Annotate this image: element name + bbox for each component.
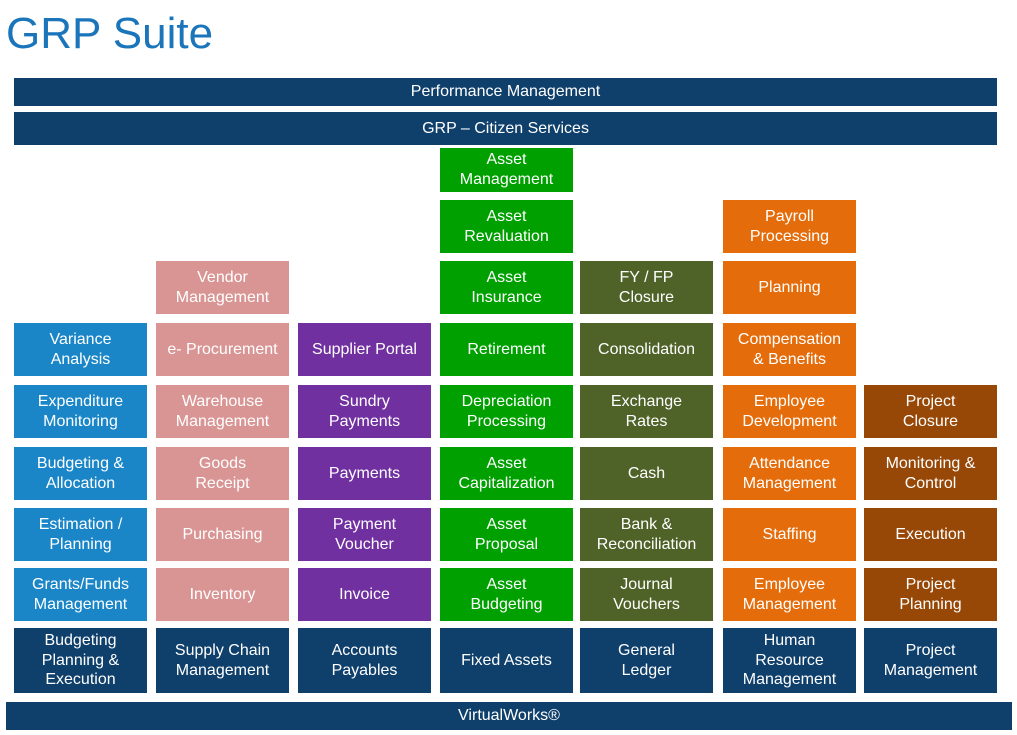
payables-base-block: Accounts Payables	[298, 628, 431, 693]
hr-module-3: Attendance Management	[723, 447, 856, 500]
hr-base-block: Human Resource Management	[723, 628, 856, 693]
budgeting-module-1: Grants/Funds Management	[14, 568, 147, 621]
virtualworks-footer-band: VirtualWorks®	[6, 702, 1012, 730]
supply-chain-base-block: Supply Chain Management	[156, 628, 289, 693]
hr-module-1: Employee Management	[723, 568, 856, 621]
fixed-assets-module-5: Retirement	[440, 323, 573, 376]
hr-module-2: Staffing	[723, 508, 856, 561]
general-ledger-module-4: Exchange Rates	[580, 385, 713, 438]
supply-chain-module-2: Purchasing	[156, 508, 289, 561]
general-ledger-module-3: Cash	[580, 447, 713, 500]
project-module-2: Execution	[864, 508, 997, 561]
general-ledger-module-2: Bank & Reconciliation	[580, 508, 713, 561]
project-base-block: Project Management	[864, 628, 997, 693]
budgeting-module-4: Expenditure Monitoring	[14, 385, 147, 438]
budgeting-base-block: Budgeting Planning & Execution	[14, 628, 147, 693]
supply-chain-module-1: Inventory	[156, 568, 289, 621]
page-title: GRP Suite	[6, 9, 214, 58]
general-ledger-base-block: General Ledger	[580, 628, 713, 693]
supply-chain-module-6: Vendor Management	[156, 261, 289, 314]
performance-management-band: Performance Management	[14, 78, 997, 106]
fixed-assets-module-7: Asset Revaluation	[440, 200, 573, 253]
payables-module-2: Payment Voucher	[298, 508, 431, 561]
fixed-assets-module-1: Asset Budgeting	[440, 568, 573, 621]
budgeting-module-2: Estimation / Planning	[14, 508, 147, 561]
budgeting-module-5: Variance Analysis	[14, 323, 147, 376]
payables-module-3: Payments	[298, 447, 431, 500]
project-module-3: Monitoring & Control	[864, 447, 997, 500]
fixed-assets-module-4: Depreciation Processing	[440, 385, 573, 438]
budgeting-module-3: Budgeting & Allocation	[14, 447, 147, 500]
hr-module-5: Compensation & Benefits	[723, 323, 856, 376]
fixed-assets-module-2: Asset Proposal	[440, 508, 573, 561]
general-ledger-module-1: Journal Vouchers	[580, 568, 713, 621]
payables-module-5: Supplier Portal	[298, 323, 431, 376]
project-module-4: Project Closure	[864, 385, 997, 438]
fixed-assets-module-8: Asset Management	[440, 148, 573, 192]
fixed-assets-module-3: Asset Capitalization	[440, 447, 573, 500]
hr-module-4: Employee Development	[723, 385, 856, 438]
supply-chain-module-3: Goods Receipt	[156, 447, 289, 500]
supply-chain-module-5: e- Procurement	[156, 323, 289, 376]
fixed-assets-base-block: Fixed Assets	[440, 628, 573, 693]
general-ledger-module-5: Consolidation	[580, 323, 713, 376]
general-ledger-module-6: FY / FP Closure	[580, 261, 713, 314]
project-module-1: Project Planning	[864, 568, 997, 621]
citizen-services-band: GRP – Citizen Services	[14, 112, 997, 145]
fixed-assets-module-6: Asset Insurance	[440, 261, 573, 314]
hr-module-6: Planning	[723, 261, 856, 314]
supply-chain-module-4: Warehouse Management	[156, 385, 289, 438]
payables-module-4: Sundry Payments	[298, 385, 431, 438]
hr-module-7: Payroll Processing	[723, 200, 856, 253]
payables-module-1: Invoice	[298, 568, 431, 621]
